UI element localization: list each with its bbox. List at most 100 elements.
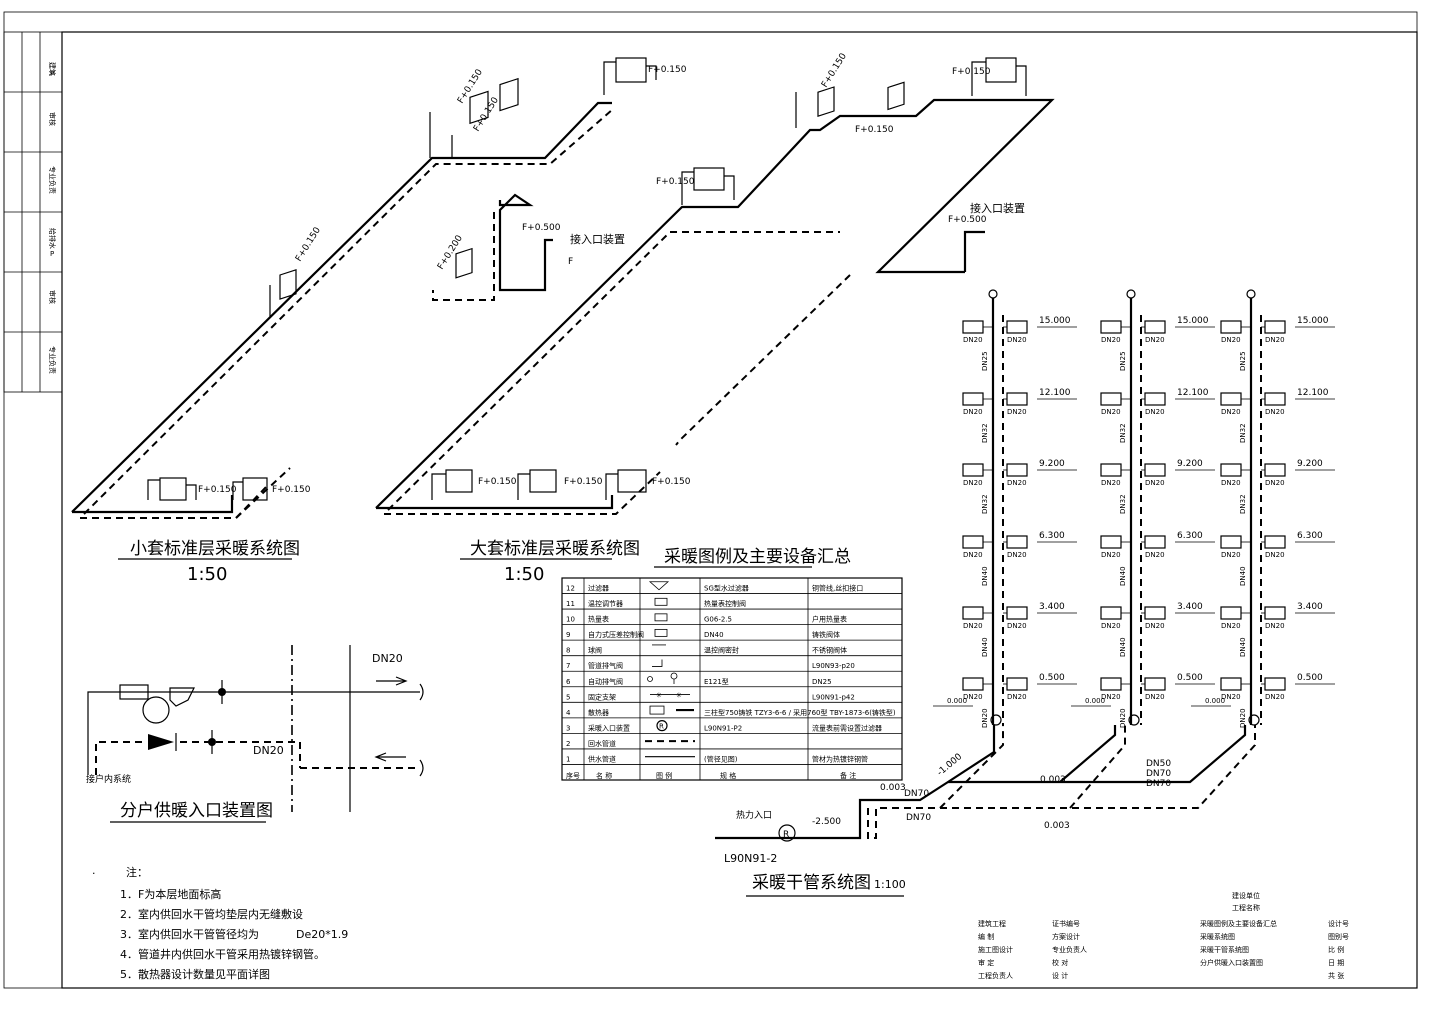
branch-label: DN20 <box>963 551 983 559</box>
legend-cell: 5 <box>566 693 570 701</box>
strip-cell: P <box>50 250 54 258</box>
branch-label: DN20 <box>1007 479 1027 487</box>
svg-text:✳: ✳ <box>676 692 682 700</box>
branch-label: DN20 <box>1145 336 1165 344</box>
legend-cell: 11 <box>566 600 575 608</box>
legend-cell: 10 <box>566 616 575 624</box>
level-label: 3.400 <box>1297 602 1323 612</box>
level-label: 6.300 <box>1297 531 1323 541</box>
elevation-label: F+0.150 <box>198 485 237 495</box>
branch-label: DN20 <box>1007 336 1027 344</box>
legend-cell: 热量表控制阀 <box>704 599 746 608</box>
inner-frame <box>61 31 1418 989</box>
riser-entry-std: L90N91-2 <box>724 852 777 865</box>
legend-cell: 流量表前需设置过滤器 <box>812 723 882 732</box>
level-label: 6.300 <box>1177 531 1203 541</box>
branch-label: DN20 <box>963 408 983 416</box>
elevation-label: F+0.150 <box>472 95 501 133</box>
legend-cell: 12 <box>566 585 575 593</box>
pipe-label: DN20 <box>1119 708 1127 728</box>
legend-cell: E121型 <box>704 677 729 686</box>
legend-header: 序号 <box>566 771 580 780</box>
base-label: 0.000 <box>947 697 967 705</box>
legend-cell: 供水管道 <box>588 754 616 763</box>
tb-project: 工程名称 <box>1232 903 1260 912</box>
entry-device-detail: DN20 DN20 接户内系统 分户供暖入口装置图 <box>86 645 424 823</box>
tb-cell: 专业负责人 <box>1052 945 1087 954</box>
outer-frame <box>3 11 1418 989</box>
small-unit-scale: 1:50 <box>187 564 227 585</box>
legend-symbol <box>648 581 670 591</box>
tb-cell: 采暖系统图 <box>1200 932 1235 941</box>
legend-cell: 温控调节器 <box>588 599 623 608</box>
legend-cell: 不锈钢阀体 <box>812 646 847 655</box>
level-label: 12.100 <box>1297 388 1329 398</box>
legend-cell: 过滤器 <box>588 584 609 593</box>
legend-header: 图 例 <box>656 771 672 780</box>
legend-header: 规 格 <box>720 771 736 780</box>
branch-label: DN20 <box>1007 622 1027 630</box>
legend-cell: 8 <box>566 647 570 655</box>
tb-cell: 分户供暖入口装置图 <box>1200 958 1263 967</box>
note-item: 1．F为本层地面标高 <box>120 887 221 901</box>
legend-symbol <box>654 613 668 622</box>
large-unit-title: 大套标准层采暖系统图 <box>470 539 640 559</box>
elevation-label: F+0.500 <box>948 215 987 225</box>
pipe-label: DN40 <box>981 566 989 586</box>
strip-cell: 审核 <box>48 290 57 304</box>
branch-label: DN20 <box>1145 479 1165 487</box>
pipe-label: DN32 <box>981 494 989 514</box>
left-title-strip: 建筑 P 审核 专业负责 给排水 P 审核 专业负责 <box>3 31 63 393</box>
legend-cell: 铜管线,丝扣接口 <box>812 584 863 593</box>
svg-text:✳: ✳ <box>656 692 662 700</box>
main-label: DN70 <box>1146 769 1171 779</box>
tb-cell: 采暖图例及主要设备汇总 <box>1200 919 1277 928</box>
small-unit-title: 小套标准层采暖系统图 <box>130 539 300 559</box>
tb-cell: 方案设计 <box>1052 932 1080 941</box>
level-label: 3.400 <box>1039 602 1065 612</box>
entry-note: 接户内系统 <box>86 773 131 785</box>
level-label: 9.200 <box>1039 459 1065 469</box>
level-label: 0.500 <box>1177 673 1203 683</box>
branch-label: DN20 <box>1265 622 1285 630</box>
elevation-label: F+0.150 <box>652 477 691 487</box>
branch-label: DN20 <box>1145 408 1165 416</box>
legend-cell: 3 <box>566 724 570 732</box>
tb-cell: 共 张 <box>1328 971 1344 980</box>
riser-entry: 热力入口 <box>736 809 772 821</box>
pipe-label: DN25 <box>1239 351 1247 371</box>
strip-cell: 审核 <box>48 112 57 126</box>
legend-cell: 三柱型750铸铁 TZY3-6-6 / 采用760型 TBY-1873-6(铸铁… <box>704 708 896 717</box>
branch-label: DN20 <box>1221 479 1241 487</box>
floor-label: F <box>568 257 573 267</box>
pipe-label: DN20 <box>1239 708 1247 728</box>
pipe-label: DN32 <box>1239 423 1247 443</box>
base-label: 0.000 <box>1085 697 1105 705</box>
pipe-label: DN32 <box>1119 494 1127 514</box>
legend-cell: L90N93-p20 <box>812 662 855 670</box>
pipe-label: DN40 <box>981 637 989 657</box>
legend-cell: 管材为热镀锌钢管 <box>812 754 868 763</box>
branch-label: DN20 <box>1221 336 1241 344</box>
return-dn: DN20 <box>253 744 284 757</box>
legend-cell: 铸铁阀体 <box>812 630 840 639</box>
riser-dn70: DN70 <box>906 813 931 823</box>
legend-cell: 7 <box>566 662 570 670</box>
riser-title: 采暖干管系统图 <box>752 873 871 893</box>
strip-cell: 专业负责 <box>48 166 57 194</box>
pipe-label: DN40 <box>1239 566 1247 586</box>
branch-label: DN20 <box>1007 551 1027 559</box>
strip-cell: P <box>50 70 54 78</box>
elevation-label: F+0.500 <box>522 223 561 233</box>
tb-cell: 证书编号 <box>1052 919 1080 928</box>
base-label: 0.000 <box>1205 697 1225 705</box>
main-label: DN70 <box>1146 779 1171 789</box>
tb-cell: 设 计 <box>1052 971 1068 980</box>
branch-label: DN20 <box>1101 551 1121 559</box>
branch-label: DN20 <box>963 622 983 630</box>
legend-cell: 热量表 <box>588 615 609 624</box>
tb-org: 建设单位 <box>1232 891 1260 900</box>
strip-cell: 给排水 <box>48 228 57 249</box>
